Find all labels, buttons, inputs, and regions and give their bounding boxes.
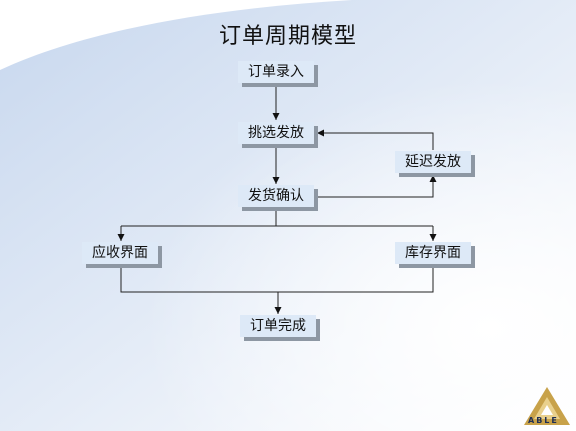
node-receivable: 应收界面: [82, 242, 158, 264]
node-pick-ship: 挑选发放: [238, 122, 314, 144]
node-ship-confirm: 发货确认: [238, 185, 314, 207]
node-order-entry: 订单录入: [238, 61, 314, 83]
node-inventory: 库存界面: [395, 242, 471, 264]
connector-merge: [120, 265, 434, 293]
connector-confirm-split: [121, 207, 277, 227]
connector-confirm-to-delay: [317, 175, 437, 198]
slide-title: 订单周期模型: [218, 24, 357, 49]
logo-text: ABLE: [528, 416, 559, 425]
connector-delay-to-pick: [317, 129, 434, 150]
node-order-complete: 订单完成: [240, 315, 316, 337]
node-delay-ship: 延迟发放: [395, 151, 471, 173]
able-logo-icon: [524, 387, 570, 425]
